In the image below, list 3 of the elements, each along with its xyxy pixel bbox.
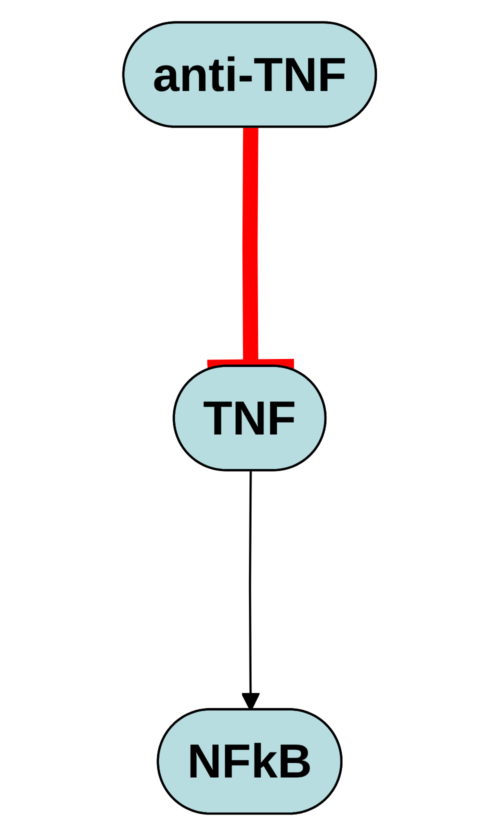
ellipse-node: TNF — [172, 364, 326, 472]
ellipse-node: NFkB — [156, 708, 342, 815]
ellipse-node: anti-TNF — [122, 21, 377, 128]
